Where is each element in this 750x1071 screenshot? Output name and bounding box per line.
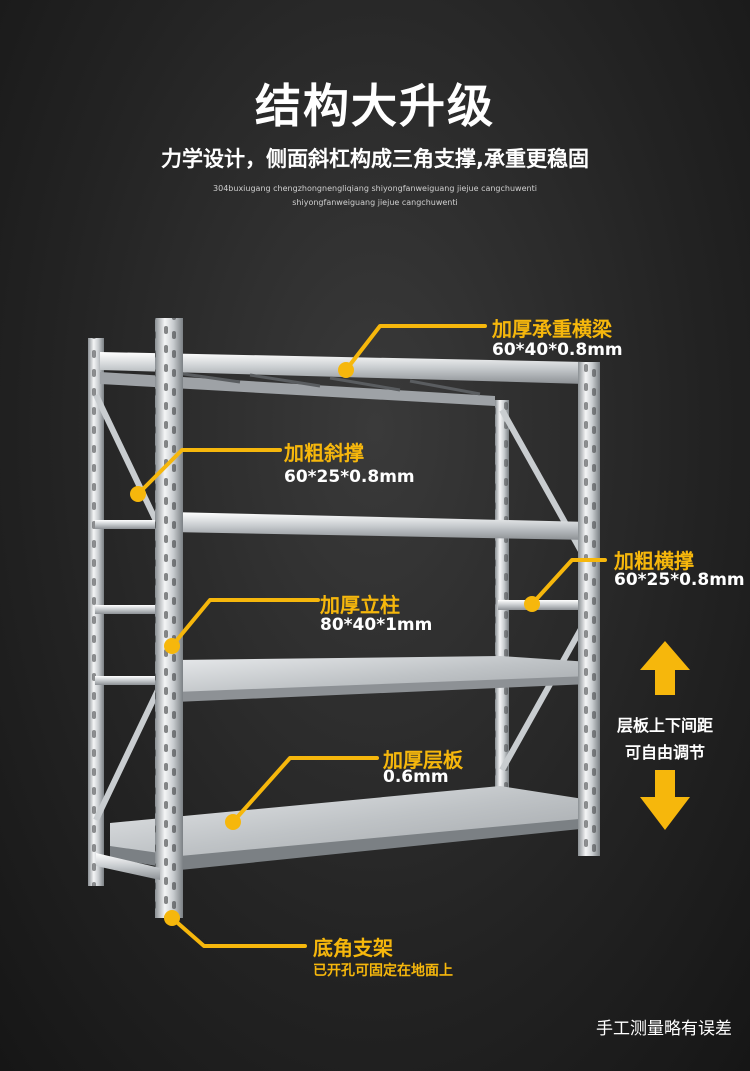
horizontal-brace-spec: 60*25*0.8mm [614,570,745,590]
diagonal-brace-spec: 60*25*0.8mm [284,467,415,487]
front-columns [155,318,600,918]
foot-dot [164,910,180,926]
beam-title: 加厚承重横梁 [492,317,612,341]
shelf-level-3 [175,656,590,702]
adjust-line-1: 层板上下间距 [616,716,713,735]
page-title: 结构大升级 [255,79,495,133]
arrow-down-icon [640,770,690,830]
pinyin-line-1: 304buxiugang chengzhongnengliqiang shiyo… [213,184,537,193]
adjust-line-2: 可自由调节 [624,743,705,762]
shelf-level-4 [110,786,590,870]
measurement-note: 手工测量略有误差 [596,1019,732,1039]
pinyin-line-2: shiyongfanweiguang jiejue cangchuwenti [292,198,458,207]
bottom-rail [96,853,160,880]
diagonal-brace-title: 加粗斜撑 [284,441,364,465]
column-spec: 80*40*1mm [320,615,433,635]
beam-dot [338,362,354,378]
diagonal-brace-dot [130,486,146,502]
callout-lines [136,324,607,948]
beam-spec: 60*40*0.8mm [492,340,623,360]
shelf-board-dot [225,814,241,830]
callout-dots [130,362,540,926]
page-subtitle: 力学设计，侧面斜杠构成三角支撑,承重更稳固 [161,147,589,171]
side-cross-bars [95,520,583,685]
arrow-up-icon [640,641,690,695]
horizontal-brace-dot [524,596,540,612]
column-title: 加厚立柱 [320,593,400,617]
adjust-arrows [640,641,690,830]
column-dot [164,638,180,654]
foot-title: 底角支架 [313,936,393,960]
shelf-board-title: 加厚层板 [383,748,463,772]
shelf-board-spec: 0.6mm [383,767,449,787]
shelf-level-2 [170,512,590,540]
foot-note: 已开孔可固定在地面上 [313,963,453,979]
horizontal-brace-title: 加粗横撑 [614,549,694,573]
